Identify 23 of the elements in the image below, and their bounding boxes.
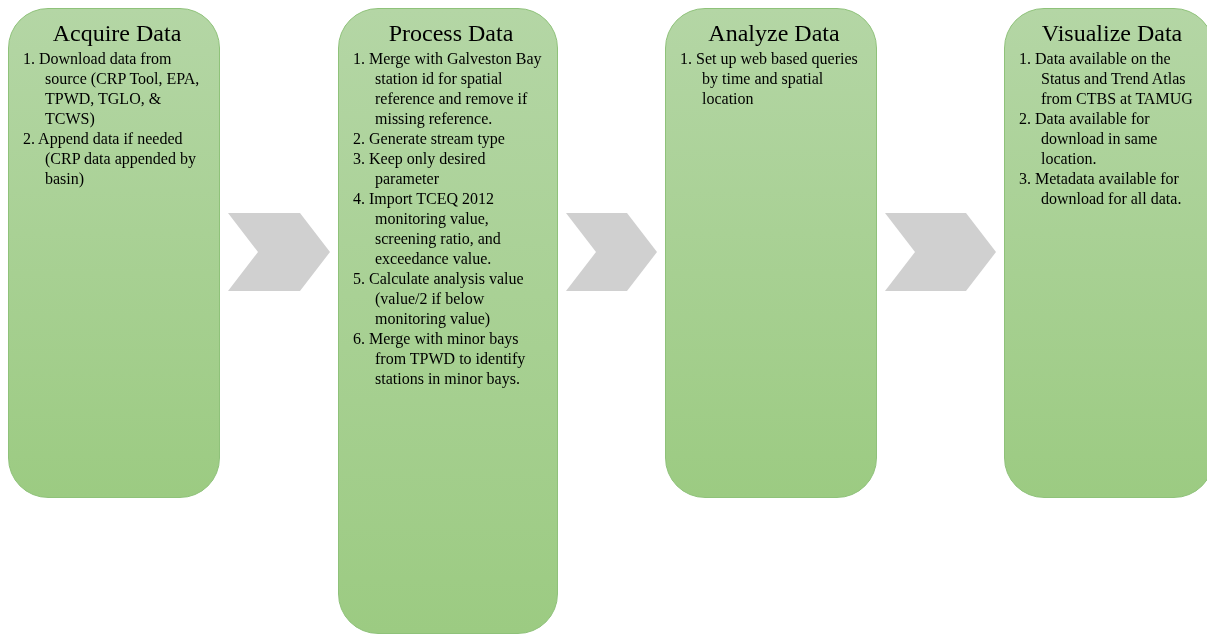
chevron-arrow bbox=[228, 213, 330, 291]
step-text: 2. Generate stream type bbox=[353, 129, 506, 149]
step-text: 1. Download data from source (CRP Tool, EPA, TPWD, TGLO, & TCWS) bbox=[23, 49, 201, 129]
box-heading: Visualize Data bbox=[1040, 19, 1184, 47]
step-text: 1. Data available on the Status and Trend Atlas from CTBS at TAMUG bbox=[1019, 49, 1194, 109]
box-heading: Analyze Data bbox=[707, 19, 841, 47]
step-text: 5. Calculate analysis value (value/2 if below monitoring value) bbox=[353, 269, 525, 329]
process-box bbox=[8, 8, 220, 498]
step-text: 2. Data available for download in same location. bbox=[1019, 109, 1159, 169]
step-text: 3. Metadata available for download for all data. bbox=[1019, 169, 1183, 209]
step-text: 4. Import TCEQ 2012 monitoring value, screening ratio, and exceedance value. bbox=[353, 189, 502, 269]
box-heading: Acquire Data bbox=[51, 19, 183, 47]
box-heading: Process Data bbox=[387, 19, 515, 47]
chevron-arrow bbox=[885, 213, 996, 291]
step-text: 3. Keep only desired parameter bbox=[353, 149, 487, 189]
step-text: 1. Merge with Galveston Bay station id for spatial reference and remove if missing reference. bbox=[353, 49, 543, 129]
process-box bbox=[1004, 8, 1207, 498]
step-text: 2. Append data if needed (CRP data appended by basin) bbox=[23, 129, 197, 189]
process-box bbox=[338, 8, 558, 634]
process-box bbox=[665, 8, 877, 498]
step-text: 6. Merge with minor bays from TPWD to identify stations in minor bays. bbox=[353, 329, 527, 389]
chevron-arrow bbox=[566, 213, 657, 291]
step-text: 1. Set up web based queries by time and spatial location bbox=[680, 49, 859, 109]
